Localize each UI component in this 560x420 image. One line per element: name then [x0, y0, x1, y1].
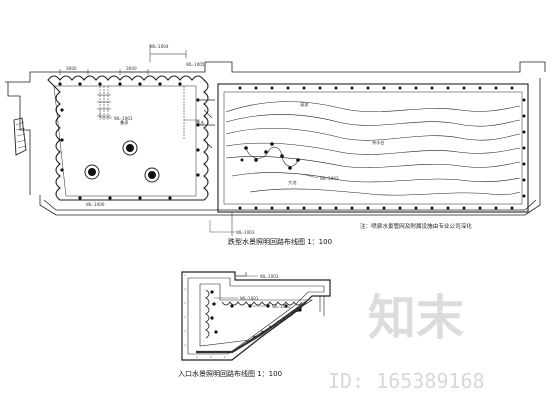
watermark: 知末 ID: 165389168 — [328, 290, 485, 393]
tag-wl-1006: WL-1006 — [86, 202, 105, 207]
right-pool-edge-lights-bottom — [238, 206, 514, 210]
entry-cable-right — [319, 296, 325, 316]
entry-plan — [181, 271, 331, 361]
site-boundary-line — [5, 61, 546, 83]
entry-pool-edge — [199, 283, 314, 347]
tag-wl-1003: WL-1003 — [236, 230, 255, 235]
center-label: 亲水台 — [372, 139, 385, 146]
fountain-1 — [84, 164, 100, 180]
right-pool-edge-lights-side — [522, 98, 526, 198]
right-pool-spot-lights — [240, 142, 300, 170]
entry-outer-wall — [181, 271, 331, 361]
right-pool-outer — [217, 83, 529, 213]
left-pool-inner-edge — [53, 85, 197, 197]
fountain-2 — [122, 140, 138, 156]
right-pool-inner — [223, 91, 523, 205]
site-boundary-inner — [43, 199, 537, 211]
left-pool-scalloped-edge — [47, 75, 209, 201]
tag-wl-1004: WL-1004 — [150, 44, 169, 49]
entry-wall-hatch — [183, 273, 227, 359]
stream-label: 溪流 — [300, 101, 309, 108]
tag-wl-1005: WL-1005 — [186, 62, 205, 67]
entry-tag-1: WL-1001 — [240, 296, 259, 301]
entry-tag-2: WL-1002 — [272, 304, 291, 309]
entry-plan-text: WL-1001 WL-1002 WL-1003 入口水景照明回路布线图 1：10… — [178, 274, 291, 378]
entry-tag-3: WL-1003 — [260, 274, 279, 279]
fountain-3 — [144, 167, 160, 183]
watermark-logo: 知末 — [368, 290, 464, 346]
left-pool-lights — [58, 82, 200, 200]
cable-ticks — [97, 94, 111, 117]
watermark-id: ID: 165389168 — [328, 369, 485, 393]
site-boundary-bottom — [39, 78, 541, 216]
top-dimensions — [59, 44, 187, 75]
top-plan — [5, 44, 546, 236]
connector-label: 跌水 — [196, 119, 205, 126]
tag-wl-1001: WL-1001 — [114, 116, 133, 121]
entry-plan-caption: 入口水景照明回路布线图 1：100 — [178, 369, 282, 378]
big-pool-label: 大池 — [288, 179, 297, 186]
entry-plan-lights — [210, 290, 302, 334]
tag-wl-1002: WL-1002 — [320, 176, 339, 181]
top-plan-caption: 跌型水景照明回路布线图 1：100 — [228, 237, 332, 246]
dim-label-1: 3000 — [66, 66, 77, 71]
entry-connector-line — [236, 272, 247, 277]
entry-pool-left-scallops — [205, 289, 210, 339]
leader-lines — [99, 112, 319, 233]
dim-label-2: 3000 — [126, 66, 137, 71]
left-building-outline — [13, 117, 27, 156]
right-pool-edge-lights-top — [238, 86, 514, 90]
entry-base-band — [196, 301, 307, 354]
top-plan-text: 3000 3000 叠泉 跌水 溪流 亲水台 大池 WL-1001 WL-100… — [66, 44, 472, 246]
site-boundary-left — [7, 82, 31, 195]
left-pool-cable-runs — [99, 86, 185, 140]
entry-inner-wall — [187, 277, 325, 355]
design-note: 注：喷泉水景管网及附属设施由专业公司深化 — [360, 222, 472, 230]
left-building-hatch — [15, 121, 27, 149]
pool-connector — [200, 99, 215, 149]
water-flow-contours — [225, 101, 521, 196]
pool-left-label: 叠泉 — [120, 119, 129, 126]
